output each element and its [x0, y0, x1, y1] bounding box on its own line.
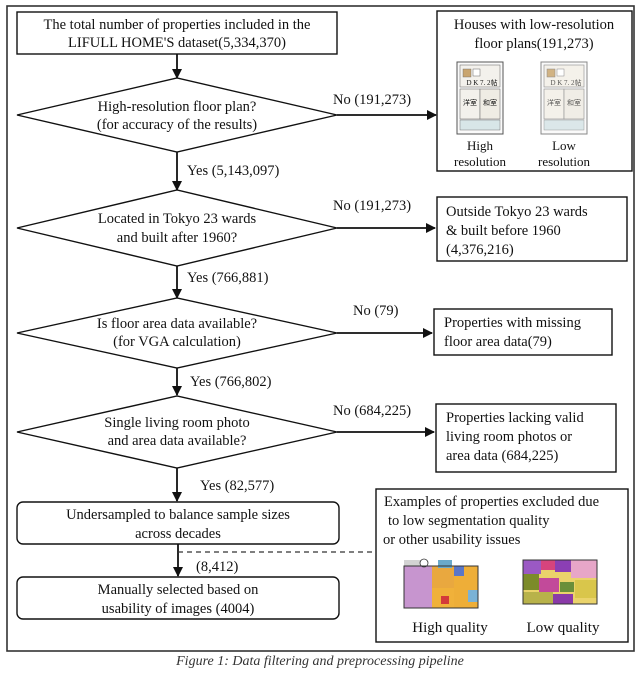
- high-res-label-1: High: [467, 138, 494, 153]
- decision-2-yes-label: Yes (766,881): [187, 270, 269, 286]
- outcome-4-text-1: Properties lacking valid: [446, 410, 584, 426]
- low-quality-label: Low quality: [527, 620, 600, 636]
- figure-caption: Figure 1: Data filtering and preprocessi…: [176, 654, 464, 669]
- decision-3-no-label: No (79): [353, 303, 399, 319]
- decision-1: High-resolution floor plan? (for accurac…: [16, 77, 338, 153]
- high-quality-label: High quality: [412, 620, 488, 636]
- decision-3-yes-label: Yes (766,802): [190, 374, 272, 390]
- decision-1-no-label: No (191,273): [333, 92, 411, 108]
- outcome-3-text-1: Properties with missing: [444, 315, 581, 331]
- low-quality-segmentation-image: [519, 556, 601, 612]
- undersample-text-1: Undersampled to balance sample sizes: [66, 507, 290, 523]
- high-res-thumb-text-right: 和室: [483, 98, 497, 107]
- final-text-2: usability of images (4004): [102, 601, 255, 617]
- final-count-label: (8,412): [196, 559, 238, 575]
- examples-text-1: Examples of properties excluded due: [384, 494, 599, 510]
- outcome-2-text-2: & built before 1960: [446, 223, 561, 239]
- decision-3-text-2: (for VGA calculation): [113, 334, 241, 350]
- decision-4-text-2: and area data available?: [108, 433, 247, 449]
- decision-2-text-2: and built after 1960?: [117, 230, 237, 246]
- outcome-2-box: Outside Tokyo 23 wards & built before 19…: [436, 196, 628, 262]
- start-text-2: LIFULL HOME'S dataset(5,334,370): [68, 35, 286, 51]
- outcome-4-box: Properties lacking valid living room pho…: [435, 403, 617, 473]
- high-resolution-floor-plan-image: D K 7. 2帖 洋室 和室: [456, 61, 504, 135]
- figure-frame: [6, 5, 635, 652]
- decision-1-yes-label: Yes (5,143,097): [187, 163, 280, 179]
- undersample-text-2: across decades: [135, 526, 221, 542]
- decision-4-no-label: No (684,225): [333, 403, 411, 419]
- start-box: The total number of properties included …: [16, 11, 338, 55]
- low-res-label-2: resolution: [538, 154, 590, 169]
- high-res-thumb-text-left: 洋室: [463, 98, 477, 107]
- outcome-4-text-2: living room photos or: [446, 429, 572, 445]
- low-res-thumb-text-left: 洋室: [547, 98, 561, 107]
- undersample-box: Undersampled to balance sample sizes acr…: [16, 501, 340, 545]
- high-quality-segmentation-image: [402, 557, 480, 612]
- decision-2-text-1: Located in Tokyo 23 wards: [98, 211, 257, 227]
- low-res-thumb-text-right: 和室: [567, 98, 581, 107]
- high-res-label-2: resolution: [454, 154, 506, 169]
- outcome-3-text-2: floor area data(79): [444, 334, 552, 350]
- outcome-1-text-1: Houses with low-resolution: [454, 17, 615, 33]
- examples-text-3: or other usability issues: [383, 532, 521, 548]
- low-res-label-1: Low: [552, 138, 576, 153]
- outcome-2-text-3: (4,376,216): [446, 242, 514, 258]
- outcome-1-text-2: floor plans(191,273): [474, 36, 593, 52]
- outcome-2-text-1: Outside Tokyo 23 wards: [446, 204, 588, 220]
- decision-4: Single living room photo and area data a…: [16, 395, 338, 469]
- examples-box: Examples of properties excluded due to l…: [375, 488, 629, 643]
- outcome-4-text-3: area data (684,225): [446, 448, 558, 464]
- decision-3: Is floor area data available? (for VGA c…: [16, 297, 338, 369]
- final-box: Manually selected based on usability of …: [16, 576, 340, 620]
- decision-3-text-1: Is floor area data available?: [97, 316, 257, 332]
- decision-1-text-1: High-resolution floor plan?: [98, 99, 257, 115]
- decision-4-text-1: Single living room photo: [104, 415, 249, 431]
- decision-2: Located in Tokyo 23 wards and built afte…: [16, 189, 338, 267]
- outcome-1-box: Houses with low-resolution floor plans(1…: [436, 10, 633, 172]
- decision-4-yes-label: Yes (82,577): [200, 478, 274, 494]
- outcome-3-box: Properties with missing floor area data(…: [433, 308, 613, 356]
- low-res-thumb-text-top: D K 7. 2帖: [550, 78, 581, 87]
- examples-text-2: to low segmentation quality: [388, 513, 550, 529]
- final-text-1: Manually selected based on: [98, 582, 259, 598]
- start-text-1: The total number of properties included …: [44, 17, 311, 33]
- decision-1-text-2: (for accuracy of the results): [97, 117, 257, 133]
- low-resolution-floor-plan-image: D K 7. 2帖 洋室 和室: [540, 61, 588, 135]
- decision-2-no-label: No (191,273): [333, 198, 411, 214]
- high-res-thumb-text-top: D K 7. 2帖: [466, 78, 497, 87]
